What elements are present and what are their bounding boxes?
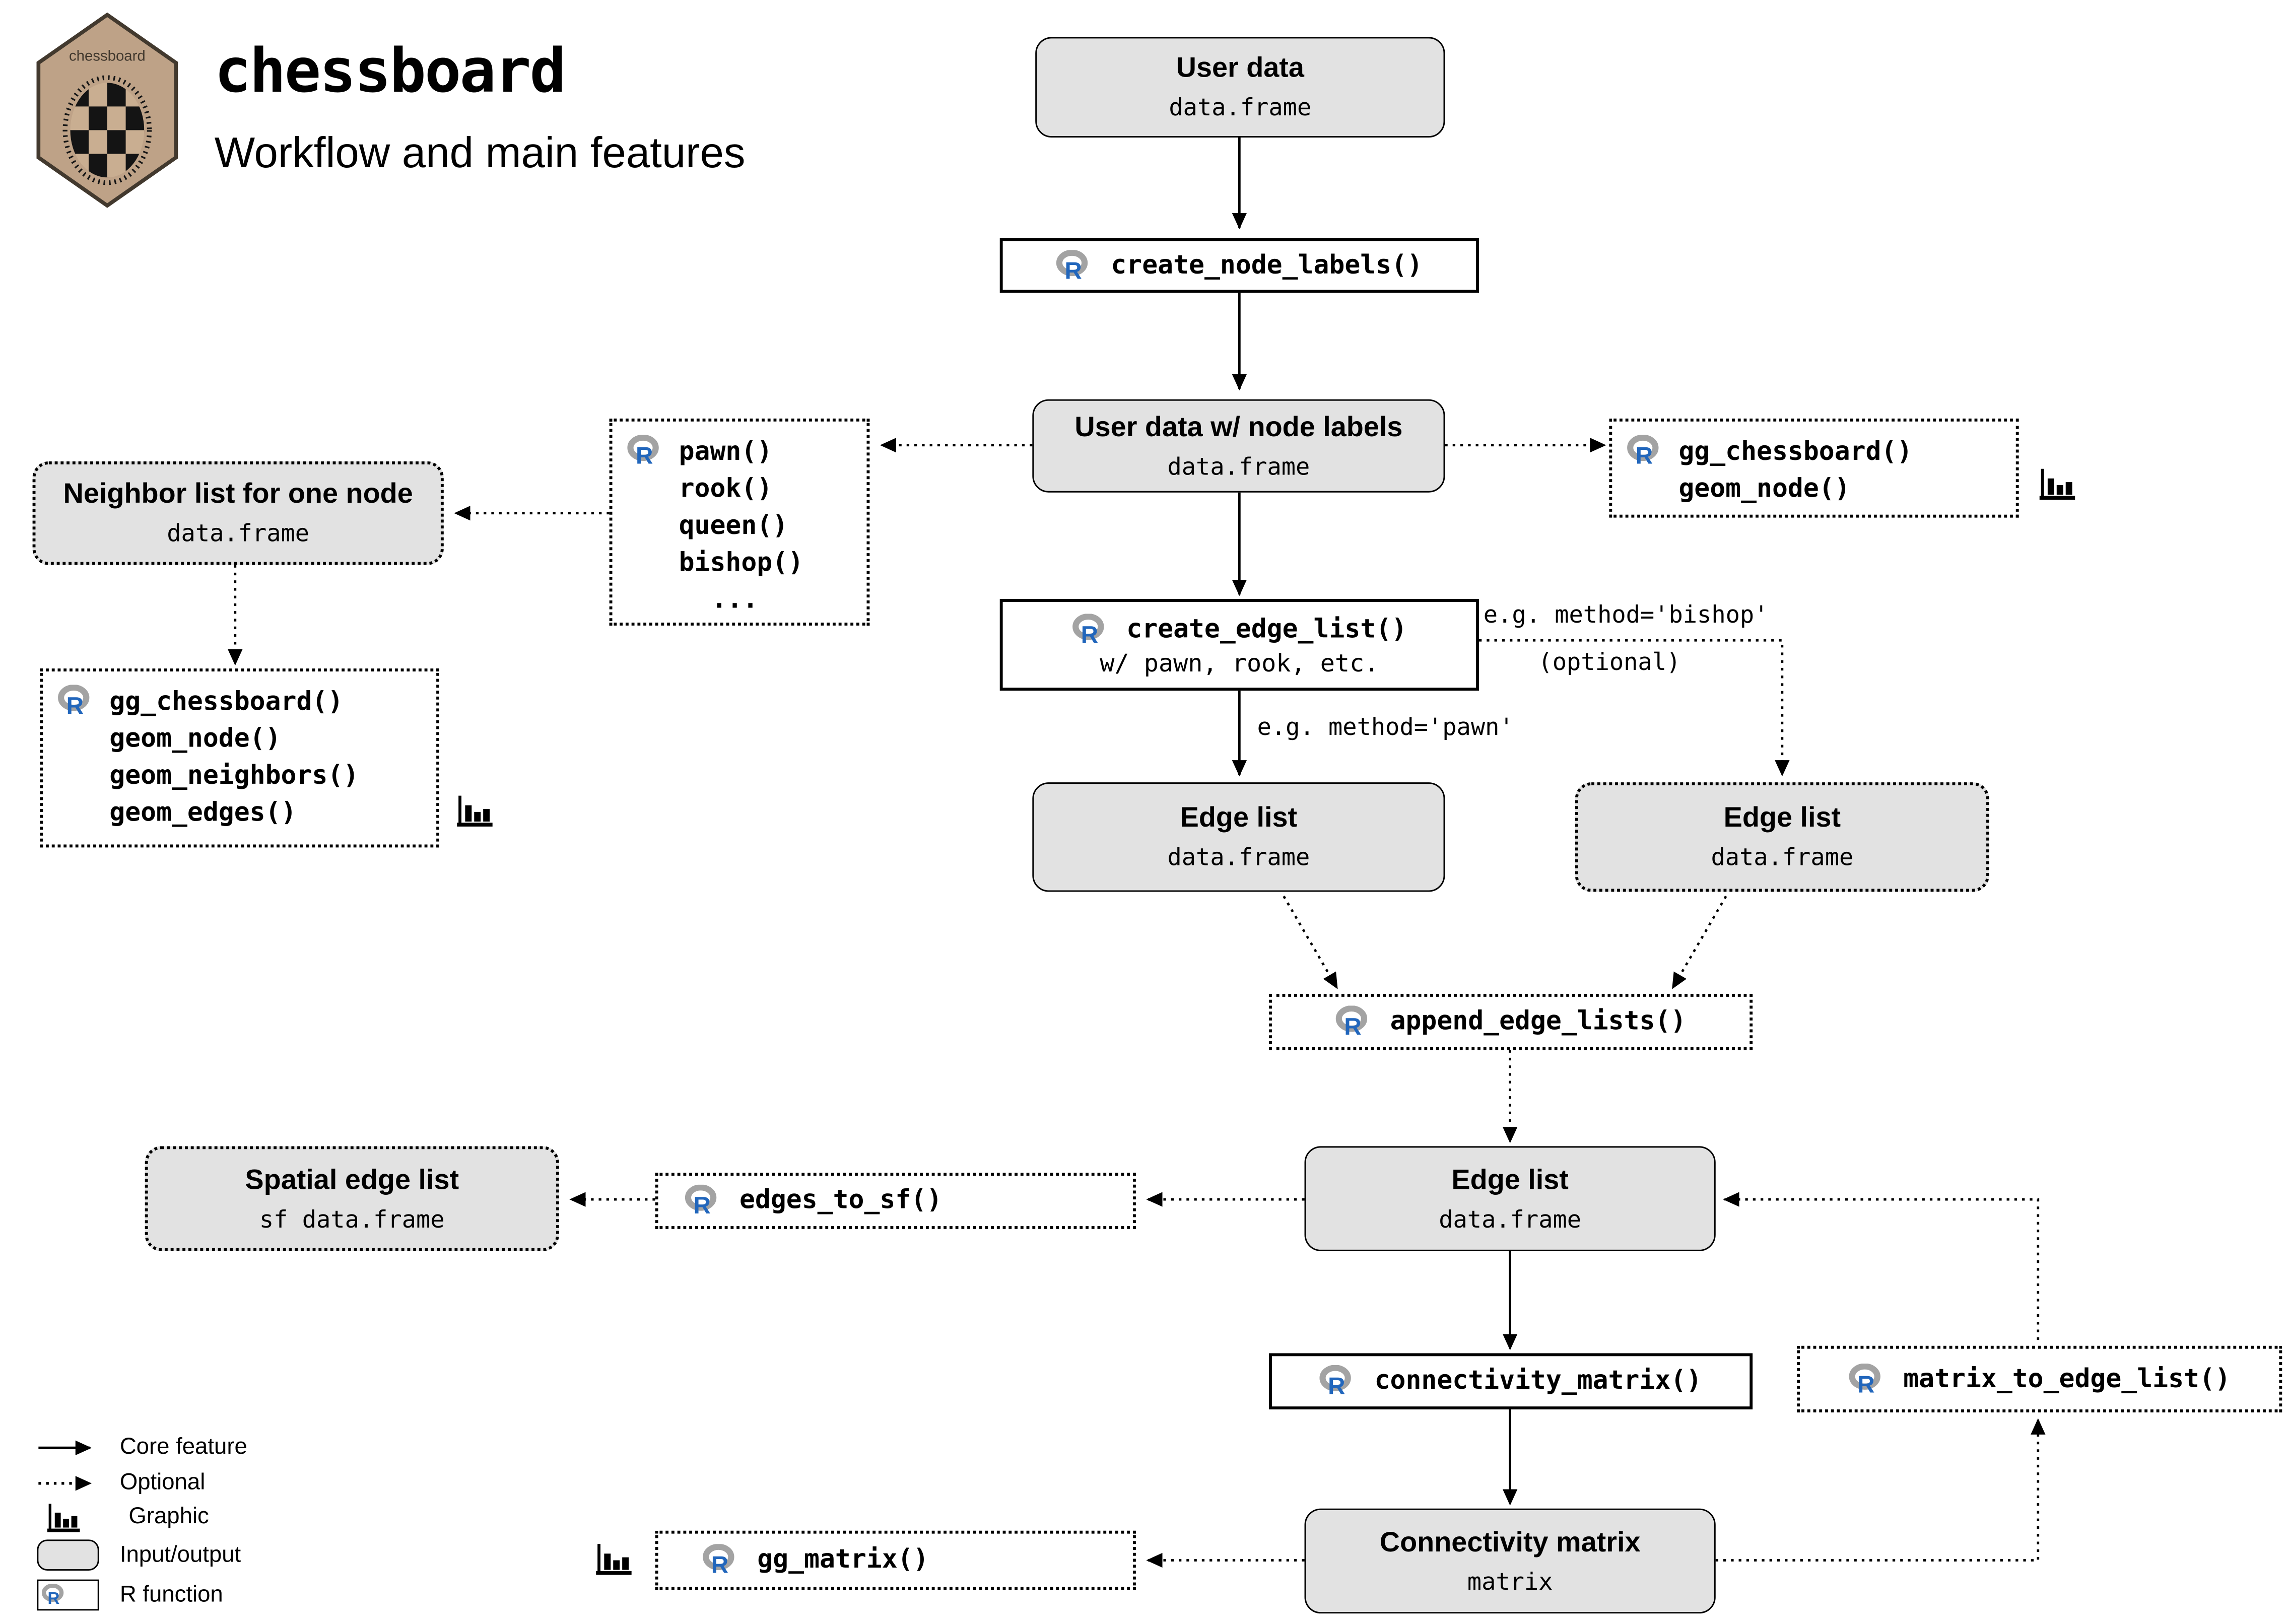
r-logo-icon (1072, 613, 1112, 646)
node-connectivity-matrix-type: matrix (1467, 1567, 1553, 1595)
fn-bishop: bishop() (679, 549, 804, 578)
fn-connectivity-matrix: connectivity_matrix() (1269, 1353, 1753, 1410)
annotation-method-pawn: e.g. method='pawn' (1257, 713, 1514, 741)
solid-arrow-icon (37, 1439, 105, 1457)
legend-graphic: Graphic (37, 1501, 209, 1534)
graphic-icon (2038, 466, 2076, 501)
graphic-icon (594, 1541, 633, 1576)
node-user-data-labels-type: data.frame (1167, 451, 1310, 480)
node-user-data-labels: User data w/ node labels data.frame (1032, 399, 1445, 493)
legend-core-feature: Core feature (37, 1435, 247, 1461)
node-edge-list-main-title: Edge list (1451, 1165, 1569, 1196)
r-logo-icon (1320, 1365, 1360, 1398)
fn-geom-node: geom_node() (1678, 475, 1850, 505)
fn-rook: rook() (679, 475, 773, 505)
graphic-icon (455, 793, 494, 828)
input-output-box-icon (37, 1539, 105, 1571)
legend-input-output-label: Input/output (119, 1541, 241, 1567)
fn-matrix-to-edge-list: matrix_to_edge_list() (1797, 1345, 2282, 1412)
graphic-icon (37, 1501, 114, 1534)
fn-geom-edges: geom_edges() (109, 798, 297, 829)
r-logo-icon (58, 685, 98, 717)
hex-logo-label: chessboard (69, 47, 146, 64)
fn-gg-chessboard-node: gg_chessboard() geom_node() (1609, 418, 2019, 518)
node-spatial-edge-list-title: Spatial edge list (245, 1165, 459, 1196)
fn-queen: queen() (679, 511, 788, 542)
r-logo-icon (685, 1185, 724, 1217)
fn-edges-to-sf: edges_to_sf() (655, 1173, 1136, 1229)
fn-edges-to-sf-label: edges_to_sf() (739, 1186, 943, 1216)
legend-core-feature-label: Core feature (119, 1434, 247, 1460)
page-subtitle: Workflow and main features (214, 130, 746, 178)
fn-matrix-to-edge-list-label: matrix_to_edge_list() (1903, 1364, 2231, 1394)
node-user-data-title: User data (1176, 53, 1304, 85)
r-logo-icon (1627, 435, 1667, 467)
fn-gg-chessboard: gg_chessboard() (1678, 438, 1913, 467)
fn-gg-chessboard: gg_chessboard() (109, 688, 344, 717)
node-spatial-edge-list-type: sf data.frame (259, 1204, 445, 1233)
fn-append-edge-lists: append_edge_lists() (1269, 993, 1753, 1050)
fn-connectivity-matrix-label: connectivity_matrix() (1374, 1366, 1702, 1396)
node-user-data-labels-title: User data w/ node labels (1074, 412, 1403, 443)
r-logo-icon (1849, 1363, 1889, 1396)
node-edge-list-right: Edge list data.frame (1575, 782, 1989, 892)
node-edge-list-left: Edge list data.frame (1032, 782, 1445, 892)
fn-pawn: pawn() (679, 438, 773, 467)
fn-create-node-labels: create_node_labels() (999, 238, 1479, 293)
r-logo-icon (1335, 1005, 1375, 1038)
fn-geom-node: geom_node() (109, 724, 281, 755)
chessboard-hex-logo: chessboard (36, 12, 178, 208)
legend-graphic-label: Graphic (128, 1504, 209, 1529)
node-edge-list-right-title: Edge list (1723, 803, 1841, 834)
fn-create-node-labels-label: create_node_labels() (1111, 250, 1423, 281)
annotation-optional: (optional) (1538, 647, 1681, 676)
node-neighbor-list-type: data.frame (167, 519, 310, 548)
legend-r-function-label: R function (119, 1582, 223, 1607)
node-connectivity-matrix-title: Connectivity matrix (1379, 1527, 1641, 1559)
node-connectivity-matrix: Connectivity matrix matrix (1304, 1508, 1716, 1614)
node-spatial-edge-list: Spatial edge list sf data.frame (145, 1146, 559, 1251)
legend-optional: Optional (37, 1470, 205, 1497)
fn-append-edge-lists-label: append_edge_lists() (1390, 1007, 1687, 1037)
node-edge-list-left-title: Edge list (1180, 803, 1298, 834)
fn-create-edge-list-label: create_edge_list() (1126, 614, 1407, 644)
node-edge-list-right-type: data.frame (1711, 843, 1854, 871)
legend-input-output: Input/output (37, 1539, 241, 1571)
fn-create-edge-list-sublabel: w/ pawn, rook, etc. (1100, 648, 1379, 677)
node-neighbor-list: Neighbor list for one node data.frame (32, 461, 444, 565)
r-logo-icon (627, 435, 667, 467)
r-logo-icon (703, 1544, 743, 1577)
fn-gg-matrix: gg_matrix() (655, 1530, 1136, 1590)
legend-optional-label: Optional (119, 1470, 206, 1496)
node-neighbor-list-title: Neighbor list for one node (63, 479, 413, 510)
dotted-arrow-icon (37, 1474, 105, 1492)
node-edge-list-main: Edge list data.frame (1304, 1146, 1716, 1251)
fn-gg-chessboard-full: gg_chessboard() geom_node() geom_neighbo… (40, 668, 439, 848)
fn-ellipsis: ... (711, 585, 759, 616)
fn-gg-matrix-label: gg_matrix() (757, 1545, 929, 1575)
fn-geom-neighbors: geom_neighbors() (109, 762, 359, 791)
page-title: chessboard (214, 35, 566, 107)
annotation-method-bishop: e.g. method='bishop' (1483, 600, 1769, 629)
node-user-data-type: data.frame (1169, 93, 1312, 121)
node-edge-list-left-type: data.frame (1167, 843, 1310, 871)
r-function-box-icon (37, 1579, 105, 1611)
node-user-data: User data data.frame (1035, 37, 1445, 138)
fn-piece-functions: pawn() rook() queen() bishop() ... (609, 418, 870, 626)
legend-r-function: R function (37, 1579, 223, 1611)
r-logo-icon (1056, 249, 1096, 282)
fn-create-edge-list: create_edge_list() w/ pawn, rook, etc. (999, 599, 1479, 691)
node-edge-list-main-type: data.frame (1439, 1204, 1582, 1233)
